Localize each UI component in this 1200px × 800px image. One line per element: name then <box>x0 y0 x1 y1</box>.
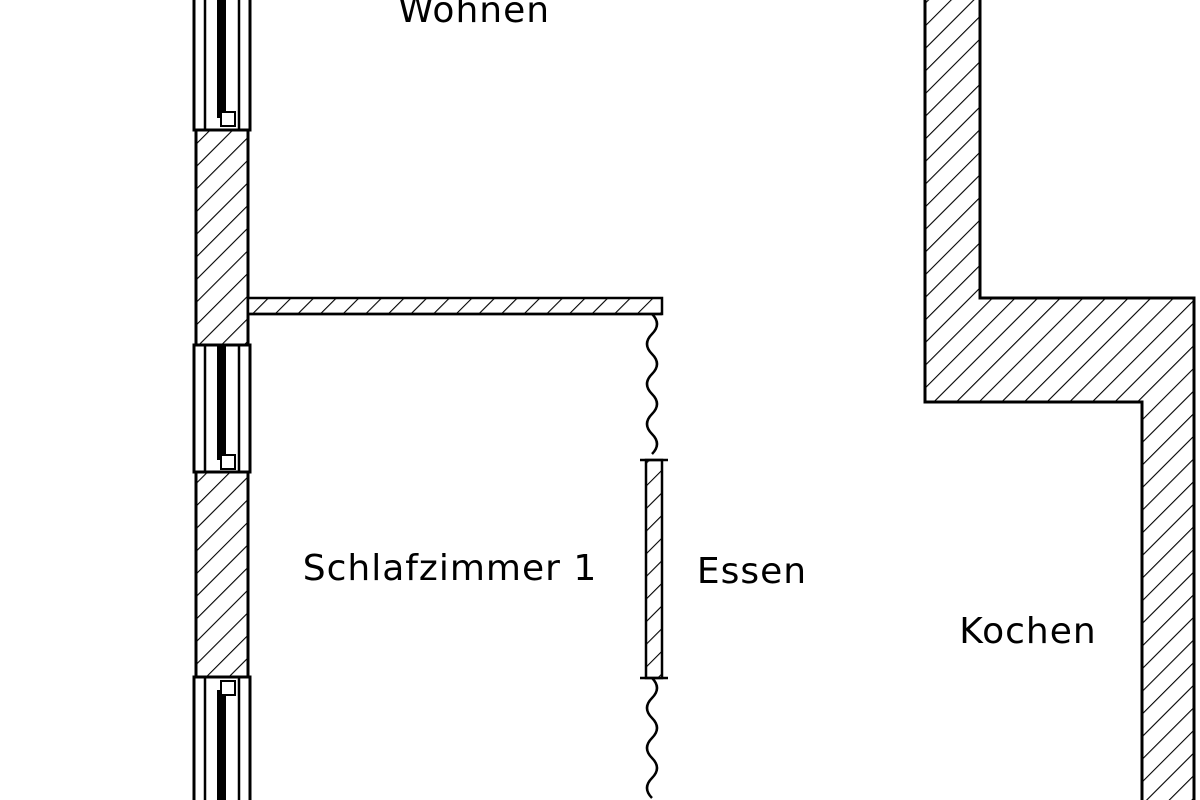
window-1 <box>192 0 252 132</box>
left-wall-segment-1 <box>194 128 250 347</box>
partition-panel <box>640 458 668 680</box>
kitchen-wall <box>923 0 1196 800</box>
room-label-kochen: Kochen <box>959 611 1096 652</box>
window-2 <box>192 343 252 474</box>
window-3 <box>192 675 252 800</box>
left-wall-segment-2 <box>194 470 250 679</box>
left-exterior-wall <box>194 128 250 679</box>
kitchen-wall-shape <box>923 0 1196 800</box>
curtain-lower <box>645 677 659 799</box>
curtain-partition <box>645 313 659 799</box>
curtain-upper <box>645 313 659 455</box>
room-label-wohnen: Wohnen <box>398 0 550 31</box>
room-label-schlafzimmer-1: Schlafzimmer 1 <box>303 548 598 589</box>
interior-wall-horizontal <box>246 296 664 316</box>
room-label-essen: Essen <box>697 551 807 592</box>
